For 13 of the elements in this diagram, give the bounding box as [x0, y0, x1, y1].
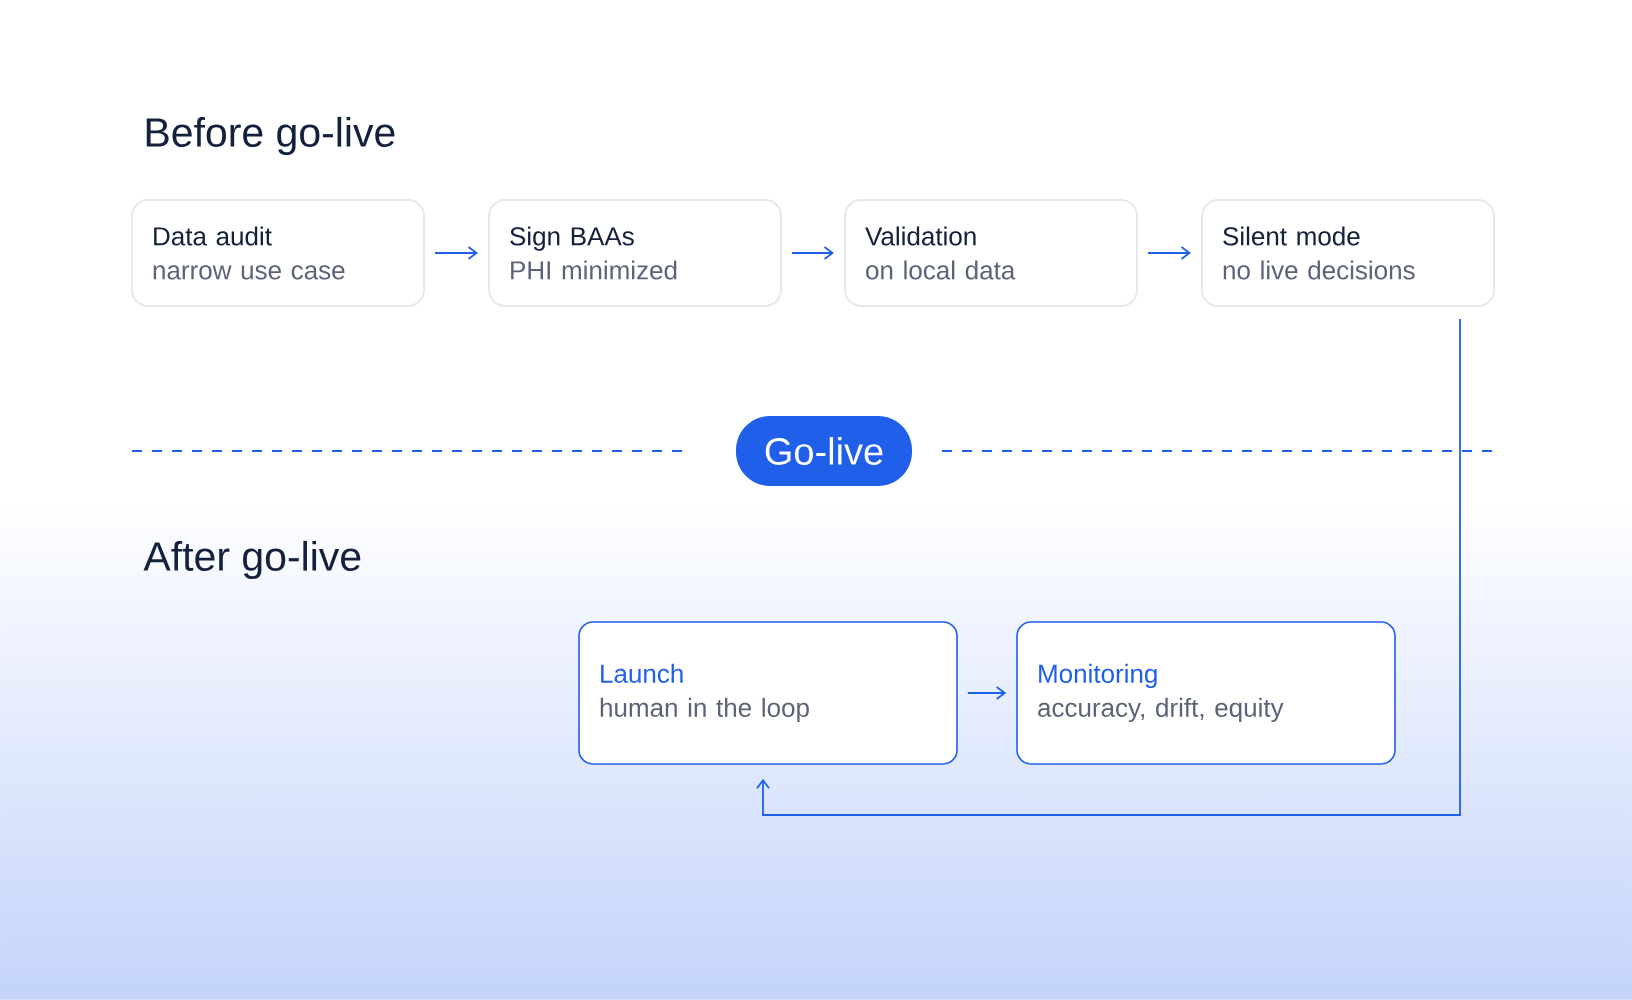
phase-box: Monitoring accuracy, drift, equity — [1016, 621, 1396, 765]
arrow — [791, 246, 834, 260]
section-heading: After go-live — [143, 540, 361, 580]
arrow — [756, 318, 1461, 816]
step-box: Silent mode no live decisions — [1201, 199, 1495, 307]
phase-box: Launch human in the loop — [578, 621, 958, 765]
step-box: Validation on local data — [844, 199, 1138, 307]
step-box: Data audit narrow use case — [131, 199, 425, 307]
step-box: Sign BAAs PHI minimized — [488, 199, 782, 307]
arrow — [434, 246, 478, 260]
arrow — [1147, 246, 1191, 260]
section-heading: Before go-live — [146, 116, 395, 156]
arrow — [966, 686, 1007, 700]
